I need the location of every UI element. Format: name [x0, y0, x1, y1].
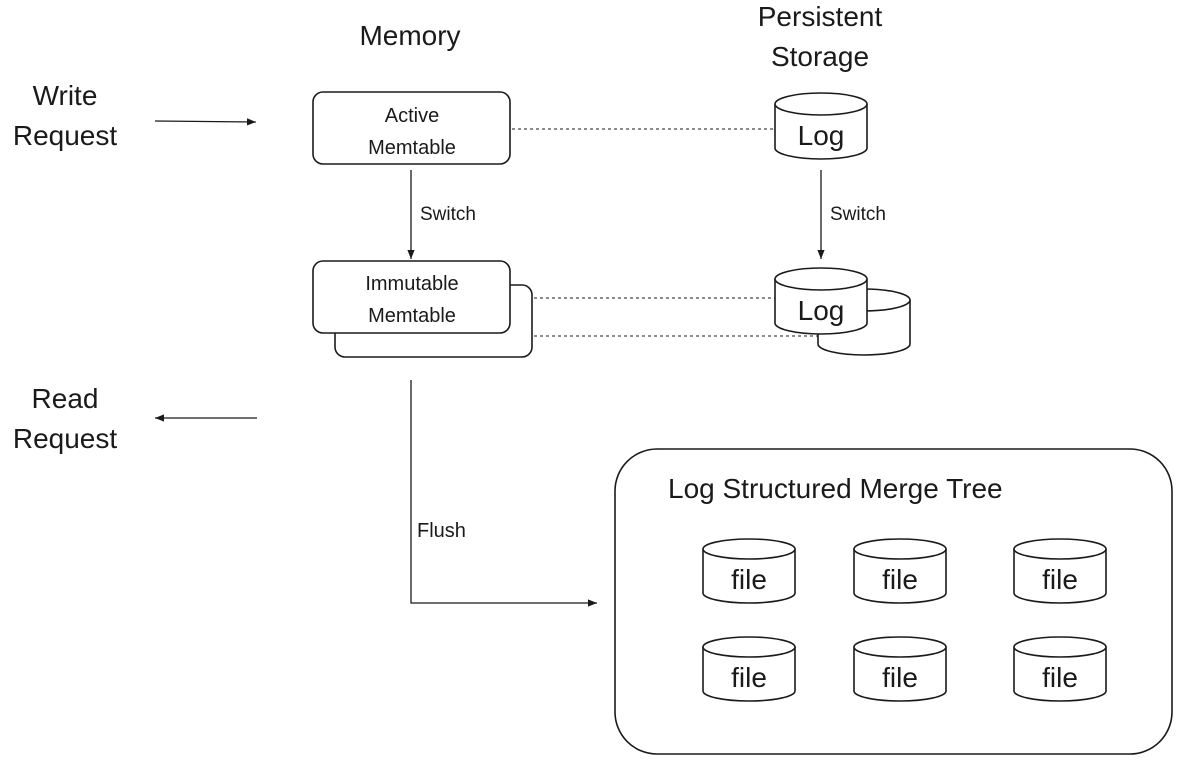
log-switch-label: Switch	[830, 204, 886, 225]
immutable-log-label: Log	[798, 295, 845, 326]
write-request-label-line1: Write	[33, 80, 98, 111]
file-label: file	[882, 662, 918, 693]
storage-header-line1: Persistent	[758, 1, 883, 32]
file-cylinder-icon	[853, 549, 947, 604]
flush-arrow	[410, 380, 597, 607]
immutable-log-icon	[774, 267, 868, 335]
memtable-switch-label: Switch	[420, 204, 476, 225]
file-cylinder-top	[702, 636, 796, 658]
lsm-file-3: file	[1013, 538, 1107, 604]
file-label: file	[731, 662, 767, 693]
file-cylinder-top	[853, 636, 947, 658]
file-cylinder-icon	[702, 549, 796, 604]
active-log-icon	[774, 92, 868, 160]
write-request-label-line2: Request	[13, 120, 118, 151]
file-label: file	[1042, 564, 1078, 595]
write-request-arrow	[154, 118, 257, 126]
active-memtable-label-line1: Active	[385, 105, 439, 127]
storage-header-line2: Storage	[771, 41, 869, 72]
flush-label: Flush	[417, 520, 466, 542]
immutable-memtable-box	[312, 260, 511, 334]
lsm-file-1: file	[702, 538, 796, 604]
lsm-file-5: file	[853, 636, 947, 702]
file-label: file	[1042, 662, 1078, 693]
file-cylinder-icon	[1013, 647, 1107, 702]
lsm-file-6: file	[1013, 636, 1107, 702]
file-cylinder-top	[853, 538, 947, 560]
file-cylinder-top	[1013, 636, 1107, 658]
lsm-file-4: file	[702, 636, 796, 702]
file-cylinder-top	[702, 538, 796, 560]
memory-header: Memory	[359, 20, 460, 51]
active-memtable-box	[312, 91, 511, 165]
read-request-label-line1: Read	[32, 383, 99, 414]
lsm-file-2: file	[853, 538, 947, 604]
active-log-label: Log	[798, 120, 845, 151]
file-cylinder-icon	[702, 647, 796, 702]
file-label: file	[731, 564, 767, 595]
lsm-file-grid: file file file file file file	[702, 538, 1107, 702]
file-label: file	[882, 564, 918, 595]
file-cylinder-icon	[1013, 549, 1107, 604]
file-cylinder-top	[1013, 538, 1107, 560]
lsm-tree-title: Log Structured Merge Tree	[668, 473, 1003, 504]
immutable-memtable-label-line2: Memtable	[368, 305, 456, 327]
active-memtable-label-line2: Memtable	[368, 137, 456, 159]
immutable-memtable-label-line1: Immutable	[365, 273, 458, 295]
read-request-label-line2: Request	[13, 423, 118, 454]
file-cylinder-icon	[853, 647, 947, 702]
